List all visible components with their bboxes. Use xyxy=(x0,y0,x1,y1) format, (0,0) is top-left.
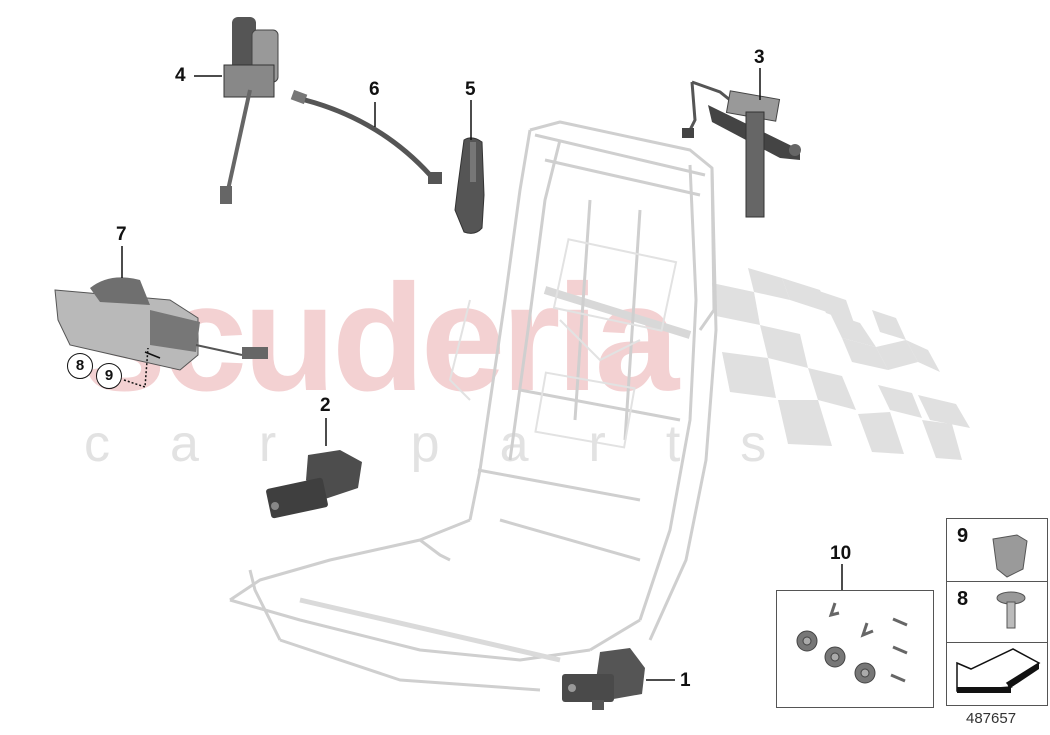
watermark-sub-text: car parts xyxy=(84,415,827,473)
fastener-kit-icons xyxy=(796,602,908,684)
callout-3[interactable]: 3 xyxy=(754,47,765,68)
washer-screw-icon xyxy=(996,591,1026,629)
legend-box-arrow xyxy=(946,642,1048,706)
part-2-motor xyxy=(266,450,362,519)
diagram-number: 487657 xyxy=(966,710,1017,727)
arrow-symbol-icon xyxy=(956,648,1041,693)
legend-box-8: 8 xyxy=(946,581,1048,643)
callout-5[interactable]: 5 xyxy=(465,79,476,100)
part-3-motor-bracket xyxy=(682,80,801,218)
part-5-switch xyxy=(454,137,485,234)
callout-2[interactable]: 2 xyxy=(320,395,331,416)
callout-4[interactable]: 4 xyxy=(175,65,186,86)
clip-nut-icon xyxy=(992,534,1028,578)
part-1-motor xyxy=(562,648,645,710)
callout-7[interactable]: 7 xyxy=(116,224,127,245)
part-6-cable xyxy=(290,89,442,184)
callout-9-circle[interactable]: 9 xyxy=(96,363,122,389)
callout-1[interactable]: 1 xyxy=(680,670,691,691)
callout-10[interactable]: 10 xyxy=(830,543,852,564)
legend-number-8: 8 xyxy=(957,588,969,610)
callout-8-circle[interactable]: 8 xyxy=(67,353,93,379)
part-4-actuator xyxy=(220,17,279,204)
fastener-kit-box xyxy=(776,590,934,708)
legend-box-9: 9 xyxy=(946,518,1048,582)
legend-number-9: 9 xyxy=(957,525,969,547)
part-7-drive-unit xyxy=(54,277,268,371)
callout-6[interactable]: 6 xyxy=(369,79,380,100)
